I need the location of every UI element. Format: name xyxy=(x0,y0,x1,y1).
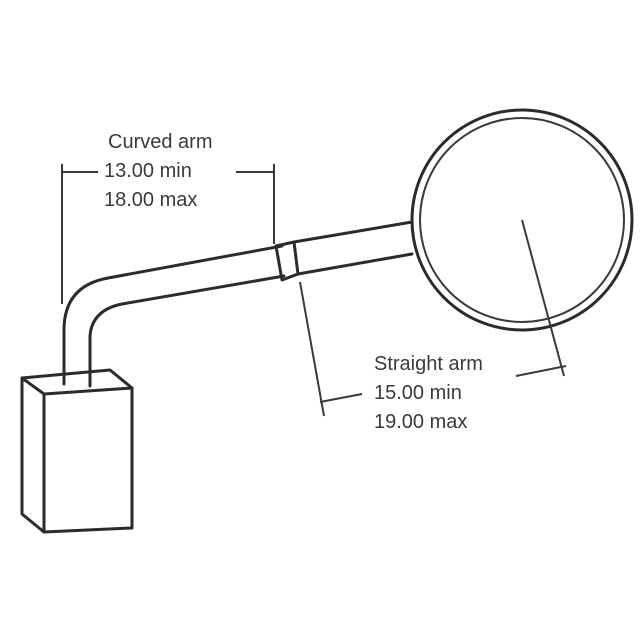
straight-arm-min: 15.00 min xyxy=(374,382,462,404)
straight-arm-tube xyxy=(292,220,414,276)
straight-arm-dimension xyxy=(299,219,567,417)
straight-arm-label: Straight arm xyxy=(374,353,483,375)
curved-arm-max: 18.00 max xyxy=(104,189,197,211)
straight-arm-max: 19.00 max xyxy=(374,411,467,433)
mounting-block xyxy=(20,368,134,534)
curved-arm-min: 13.00 min xyxy=(104,160,192,182)
curved-arm-label: Curved arm xyxy=(108,131,212,153)
mirror-head xyxy=(410,108,634,332)
curved-arm-tube xyxy=(62,244,286,388)
curved-arm-dimension xyxy=(61,164,275,304)
